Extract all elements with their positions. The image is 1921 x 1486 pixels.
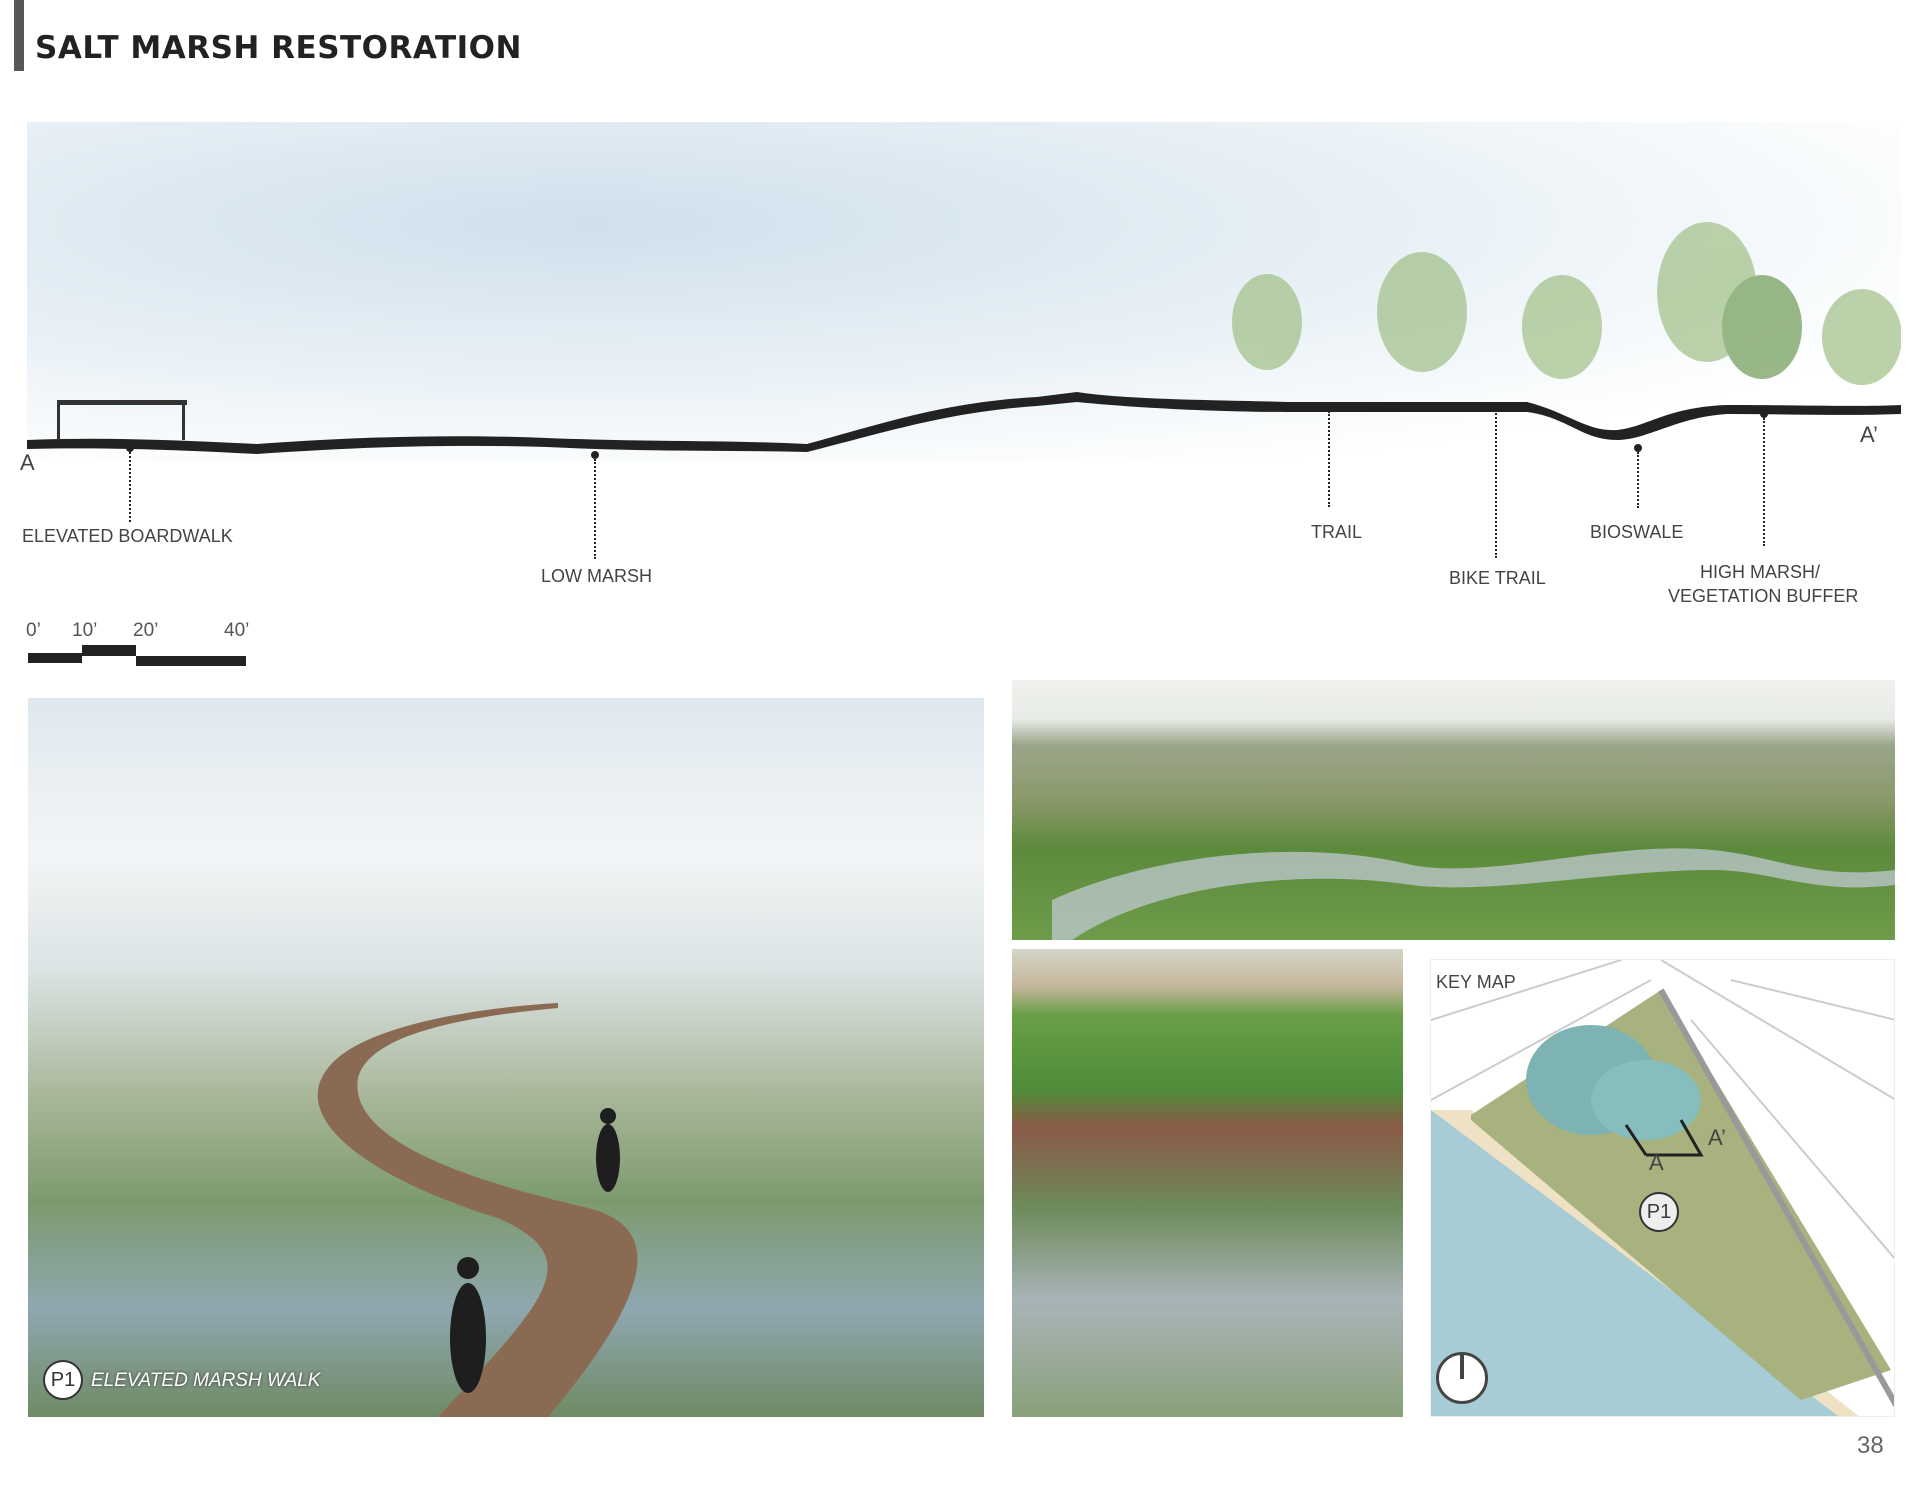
boardwalk-illustration	[317, 1003, 638, 1417]
section-ground-svg	[27, 222, 1902, 454]
key-map-p1-badge: P1	[1639, 1192, 1679, 1232]
label-bioswale: BIOSWALE	[1590, 522, 1684, 542]
label-trail: TRAIL	[1311, 522, 1363, 542]
ground-line	[27, 392, 1901, 454]
page-number: 38	[1857, 1432, 1884, 1459]
scale-tick-20: 20’	[133, 620, 159, 641]
scale-bar-segment	[82, 645, 136, 656]
scale-bar-segment	[136, 656, 246, 666]
section-drawing	[27, 122, 1902, 462]
north-arrow-icon	[1436, 1352, 1488, 1404]
key-map-marker-a-prime: A’	[1708, 1125, 1726, 1150]
label-low-marsh: LOW MARSH	[541, 566, 653, 586]
key-map-title: KEY MAP	[1436, 972, 1516, 992]
boardwalk-deck	[57, 400, 187, 405]
key-map: KEY MAP A A’ P1	[1430, 959, 1895, 1417]
section-marker-a: A	[20, 450, 35, 475]
marsh-photo	[1012, 680, 1895, 940]
section-marker-a-prime: A’	[1860, 422, 1878, 447]
scale-tick-0: 0’	[26, 620, 41, 641]
label-elevated-boardwalk: ELEVATED BOARDWALK	[22, 526, 233, 546]
scale-tick-10: 10’	[72, 620, 98, 641]
perspective-rendering	[28, 698, 984, 1417]
perspective-badge: P1	[43, 1360, 83, 1400]
scale-bar-segment	[28, 653, 82, 663]
label-high-marsh: HIGH MARSH/	[1700, 562, 1821, 582]
boardwalk-photo	[1012, 949, 1403, 1417]
perspective-caption: ELEVATED MARSH WALK	[91, 1370, 321, 1391]
key-map-drawing	[1431, 960, 1894, 1416]
page-title: SALT MARSH RESTORATION	[35, 30, 522, 66]
trees	[1232, 222, 1902, 385]
title-accent-bar	[14, 0, 24, 71]
key-map-marker-a: A	[1649, 1150, 1664, 1175]
scale-tick-40: 40’	[224, 620, 250, 641]
label-bike-trail: BIKE TRAIL	[1449, 568, 1546, 588]
label-vegetation-buffer: VEGETATION BUFFER	[1668, 586, 1859, 606]
